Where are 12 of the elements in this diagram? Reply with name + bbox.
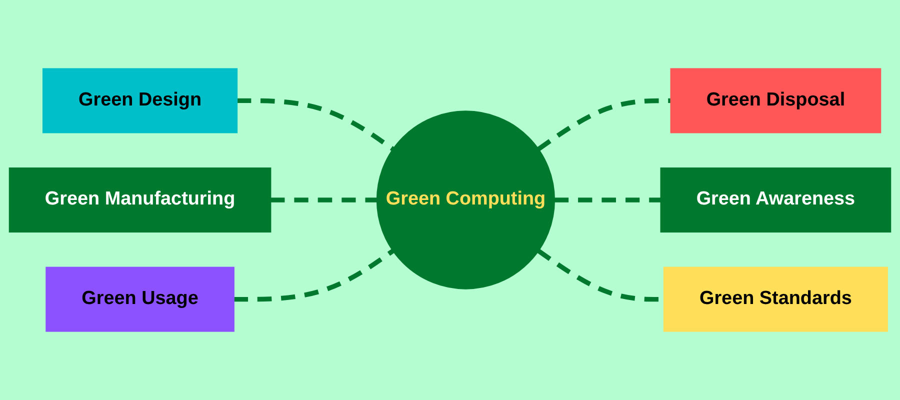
node-box: Green Design — [42, 68, 238, 134]
connector — [537, 98, 671, 152]
connector — [270, 198, 377, 202]
node-box: Green Manufacturing — [8, 168, 272, 232]
node-circle: Green Computing — [376, 110, 556, 290]
node-box: Green Disposal — [670, 68, 882, 134]
node-box: Green Usage — [46, 266, 234, 332]
node-box: Green Standards — [663, 266, 888, 332]
connector — [234, 248, 394, 302]
node-box: Green Awareness — [660, 168, 892, 232]
connector — [554, 198, 661, 202]
connector — [237, 98, 394, 152]
